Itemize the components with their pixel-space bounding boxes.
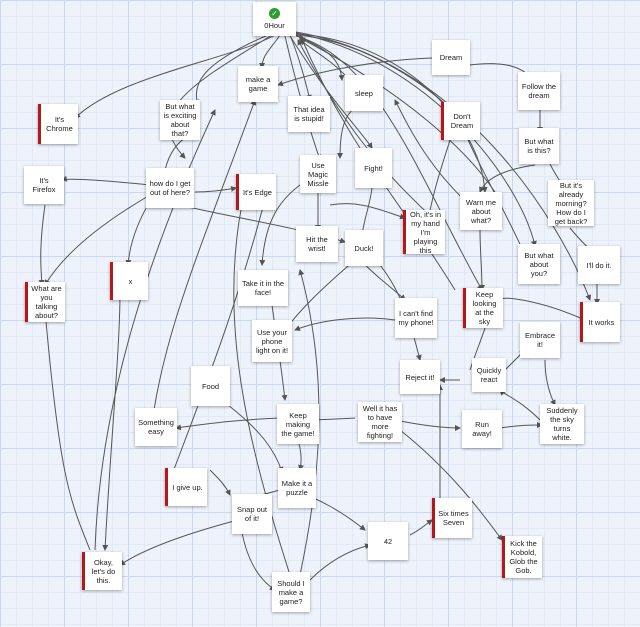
node-label: It works	[588, 317, 615, 327]
node-label: But it's already morning? How do I get b…	[554, 180, 588, 226]
node-label: Okay, let's do this.	[91, 557, 116, 585]
node-its-firefox[interactable]: It's Firefox	[24, 166, 64, 204]
node-fight[interactable]: Fight!	[355, 148, 392, 188]
node-keep-making-game[interactable]: Keep making the game!	[277, 404, 319, 444]
node-0hour[interactable]: ✓ 0Hour	[253, 2, 296, 36]
node-hit-the-wrist[interactable]: Hit the wrist!	[296, 226, 338, 262]
node-label: 42	[383, 536, 393, 546]
node-label: It's Firefox	[32, 176, 56, 194]
node-exciting[interactable]: But what is exciting about that?	[160, 100, 200, 140]
node-label: Snap out of it!	[236, 505, 268, 523]
node-magic-missile[interactable]: Use Magic Missle	[300, 155, 336, 193]
node-it-works[interactable]: It works	[580, 302, 620, 342]
node-label: I'll do it.	[586, 260, 612, 270]
node-label: sleep	[355, 88, 373, 98]
node-label: I give up.	[172, 482, 203, 492]
node-should-i-make-game[interactable]: Should I make a game?	[272, 572, 310, 612]
node-what-talking-about[interactable]: What are you talking about?	[25, 282, 65, 322]
node-sky-white[interactable]: Suddenly the sky turns white.	[540, 404, 584, 444]
node-more-fighting[interactable]: Well it has to have more fighting!	[358, 402, 402, 442]
node-phone-light[interactable]: Use your phone light on it!	[252, 320, 292, 362]
node-food[interactable]: Food	[191, 366, 230, 406]
node-keep-looking-sky[interactable]: Keep looking at the sky	[463, 288, 503, 328]
node-snap-out[interactable]: Snap out of it!	[232, 494, 272, 534]
node-label: Keep making the game!	[281, 410, 315, 438]
node-something-easy[interactable]: Something easy	[135, 408, 177, 446]
node-already-morning[interactable]: But it's already morning? How do I get b…	[548, 180, 594, 226]
node-label: Six times Seven	[438, 509, 469, 527]
node-what-is-this[interactable]: But what is this?	[519, 128, 559, 164]
node-label: x	[128, 276, 133, 286]
node-label: Something easy	[138, 418, 174, 436]
node-duck[interactable]: Duck!	[345, 230, 383, 266]
node-label: Make it a puzzle	[281, 479, 313, 497]
node-get-out[interactable]: how do I get out of here?	[146, 168, 194, 208]
node-i-give-up[interactable]: I give up.	[165, 468, 207, 506]
node-label: That idea is stupid!	[293, 105, 325, 123]
node-label: But what is this?	[524, 137, 554, 155]
node-label: Dream	[439, 53, 463, 62]
node-make-it-puzzle[interactable]: Make it a puzzle	[278, 468, 316, 508]
node-label: Well it has to have more fighting!	[362, 404, 398, 440]
node-make-a-game[interactable]: make a game	[238, 66, 278, 102]
node-label: Fight!	[364, 163, 383, 173]
check-circle-icon: ✓	[269, 8, 280, 19]
node-label: Food	[201, 381, 220, 391]
node-dont-dream[interactable]: Don't Dream	[441, 102, 480, 140]
node-label: Duck!	[354, 243, 374, 253]
node-in-my-hand[interactable]: Oh, it's in my hand I'm playing this	[403, 210, 445, 254]
node-label: Take it in the face!	[241, 279, 285, 297]
node-its-edge[interactable]: It's Edge	[236, 174, 276, 210]
node-label: It's Chrome	[46, 115, 73, 133]
node-label: But what is exciting about that?	[163, 102, 197, 138]
node-label: But what about you?	[524, 250, 554, 278]
node-embrace-it[interactable]: Embrace it!	[520, 322, 560, 358]
node-label: 0Hour	[264, 21, 285, 30]
node-label: Run away!	[472, 420, 492, 438]
node-label: Warn me about what?	[465, 197, 497, 225]
node-label: Use Magic Missle	[307, 160, 329, 188]
node-dream[interactable]: Dream	[432, 40, 470, 75]
node-label: Kick the Kobold, Glob the Gob.	[509, 539, 538, 575]
node-label: Should I make a game?	[277, 578, 305, 606]
node-label: Embrace it!	[524, 331, 555, 349]
node-idea-stupid[interactable]: That idea is stupid!	[288, 96, 330, 132]
node-quickly-react[interactable]: Quickly react	[472, 358, 506, 392]
node-label: make a game	[245, 75, 271, 93]
node-about-you[interactable]: But what about you?	[518, 244, 560, 284]
node-x[interactable]: x	[110, 262, 148, 300]
node-take-it-face[interactable]: Take it in the face!	[238, 270, 288, 306]
node-label: It's Edge	[243, 187, 272, 197]
node-label: I can't find my phone!	[398, 309, 434, 327]
node-six-times-seven[interactable]: Six times Seven	[432, 498, 472, 538]
node-run-away[interactable]: Run away!	[462, 410, 502, 448]
node-follow-the-dream[interactable]: Follow the dream	[518, 72, 560, 110]
node-warn-me[interactable]: Warn me about what?	[460, 192, 502, 230]
node-its-chrome[interactable]: It's Chrome	[38, 104, 78, 144]
node-label: Reject it!	[405, 372, 435, 382]
node-ill-do-it[interactable]: I'll do it.	[578, 246, 620, 284]
node-label: Quickly react	[476, 366, 502, 384]
node-label: Suddenly the sky turns white.	[546, 406, 578, 442]
node-sleep[interactable]: sleep	[345, 75, 383, 111]
node-42[interactable]: 42	[368, 522, 408, 560]
node-label: Oh, it's in my hand I'm playing this	[409, 210, 442, 254]
node-label: Use your phone light on it!	[255, 327, 289, 355]
node-label: Hit the wrist!	[306, 235, 328, 253]
node-reject-it[interactable]: Reject it!	[400, 360, 440, 394]
node-label: Keep looking at the sky	[472, 290, 497, 326]
node-okay-lets-do-this[interactable]: Okay, let's do this.	[82, 552, 122, 590]
node-kick-kobold[interactable]: Kick the Kobold, Glob the Gob.	[502, 536, 542, 578]
node-label: What are you talking about?	[31, 284, 62, 320]
node-label: Don't Dream	[450, 112, 474, 130]
node-label: how do I get out of here?	[149, 179, 191, 197]
node-cant-find-phone[interactable]: I can't find my phone!	[395, 298, 437, 338]
node-label: Follow the dream	[521, 82, 557, 100]
